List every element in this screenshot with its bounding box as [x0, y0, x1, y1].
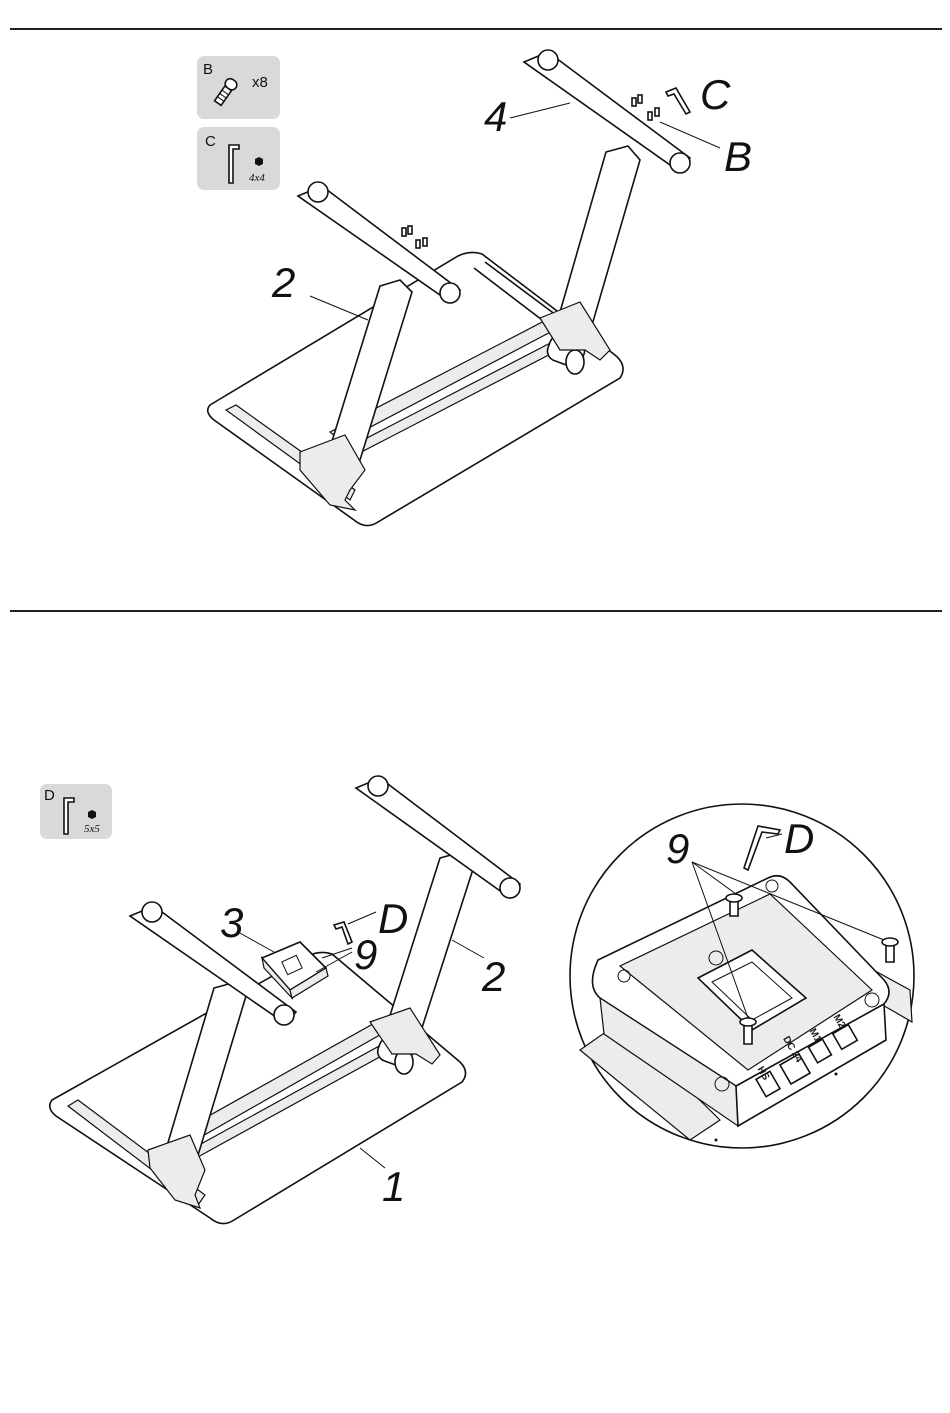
- callout-tool-d: D: [378, 898, 408, 940]
- callout-detail-screw-9: 9: [666, 828, 689, 870]
- leg-right-2: [370, 852, 474, 1064]
- callout-part-1: 1: [382, 1166, 405, 1208]
- allen-key-d: [334, 922, 352, 944]
- detail-magnified-view: [570, 804, 914, 1148]
- callout-detail-tool-d: D: [784, 818, 814, 860]
- callout-part-3: 3: [220, 902, 243, 944]
- callout-part-2-step2: 2: [482, 956, 505, 998]
- callout-screw-9: 9: [354, 934, 377, 976]
